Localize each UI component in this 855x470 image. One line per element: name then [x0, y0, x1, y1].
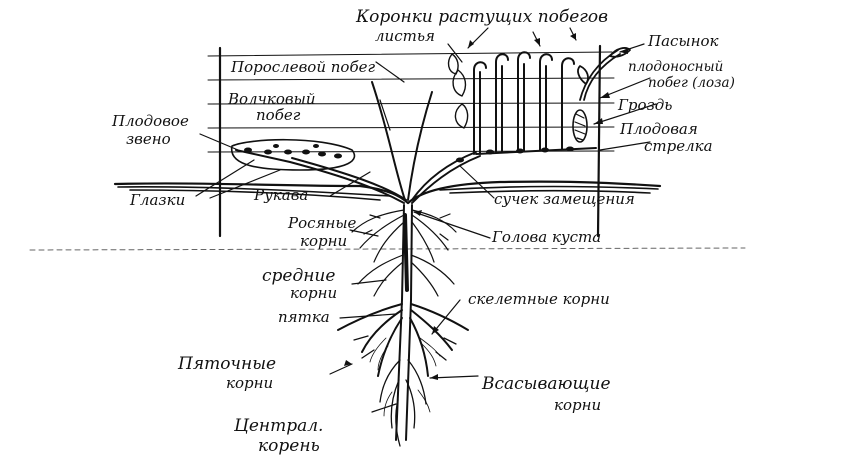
- label-renewal-spur: сучек замещения: [494, 190, 635, 208]
- label-water-shoot: Волчковый: [228, 90, 316, 108]
- label-fruiting-cane: побег (лоза): [648, 75, 735, 91]
- label-heel-roots-2: корни: [226, 374, 274, 392]
- label-leaves: листья: [375, 27, 435, 45]
- skeletal-roots: [337, 303, 469, 377]
- ground-dashed-line: [29, 247, 746, 251]
- label-middle-roots: средние: [262, 266, 336, 286]
- shoot-leaves: [447, 53, 469, 129]
- label-absorbing-roots: Всасывающие: [482, 374, 611, 394]
- grape-bunch: [572, 109, 588, 143]
- label-dew-roots: Росяные: [288, 214, 357, 232]
- label-heel: пятка: [278, 308, 330, 326]
- label-stepson: Пасынок: [648, 32, 719, 50]
- label-central-root: Централ.: [234, 416, 324, 436]
- label-fruit-link-2: звено: [126, 130, 171, 148]
- label-arms: Рукава: [254, 186, 309, 204]
- label-fruiting-shoot: плодоносный: [628, 59, 724, 75]
- growing-shoots: [473, 51, 575, 155]
- dew-roots: [351, 209, 457, 263]
- pointer-arrowheads: [344, 33, 628, 380]
- buds-right: [456, 146, 574, 163]
- vine-trunk: [395, 204, 413, 441]
- label-buds: Глазки: [130, 191, 186, 209]
- trellis-wires: [207, 51, 615, 153]
- label-absorbing-roots-2: корни: [554, 396, 602, 414]
- absorbing-roots: [369, 337, 441, 417]
- pointer-lines: [195, 27, 657, 413]
- soil-surface: [113, 180, 662, 205]
- buds-left: [244, 144, 342, 159]
- label-water-shoot-2: побег: [256, 106, 301, 124]
- label-heel-roots: Пяточные: [178, 354, 277, 374]
- fruit-link-loop: [231, 138, 356, 171]
- label-dew-roots-2: корни: [300, 232, 348, 250]
- label-vine-head: Голова куста: [492, 228, 602, 246]
- label-growing-shoot-tips: Коронки растущих побегов: [356, 7, 609, 27]
- label-grape-bunch: Гроздь: [618, 96, 673, 114]
- soil-hatching: [117, 185, 659, 201]
- label-central-root-2: корень: [258, 436, 320, 456]
- label-sucker-shoot: Порослевой побег: [231, 58, 376, 76]
- label-fruit-arrow: Плодовая: [620, 120, 698, 138]
- middle-roots: [357, 254, 455, 297]
- heel-roots: [353, 335, 457, 447]
- label-fruit-arrow-2: стрелка: [644, 137, 713, 155]
- label-skeletal-roots: скелетные корни: [468, 290, 610, 308]
- label-fruit-link: Плодовое: [112, 112, 189, 130]
- stepson-and-cane: [577, 47, 631, 101]
- label-middle-roots-2: корни: [290, 284, 338, 302]
